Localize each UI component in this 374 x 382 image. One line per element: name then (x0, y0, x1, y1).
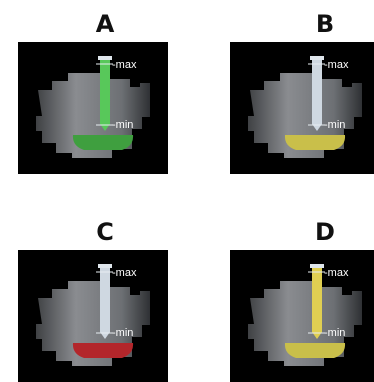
panel-a-letter: A (95, 10, 115, 38)
oil-pan (72, 343, 134, 358)
dipstick-icon (96, 56, 113, 131)
engine-dipstick-illustration: -max -min (230, 42, 374, 174)
min-label: -min (112, 327, 133, 339)
dipstick-icon (308, 264, 325, 339)
max-label: -max (112, 267, 137, 279)
oil-panel-a: -max -min (18, 42, 168, 174)
engine-dipstick-illustration: -max -min (18, 42, 168, 174)
oil-panel-d: -max -min (230, 250, 374, 382)
engine-dipstick-illustration: -max -min (230, 250, 374, 382)
max-label: -max (112, 59, 137, 71)
min-label: -min (324, 119, 345, 131)
max-label: -max (324, 267, 349, 279)
oil-pan (72, 135, 134, 150)
min-label: -min (324, 327, 345, 339)
dipstick-icon (96, 264, 113, 339)
dipstick-icon (308, 56, 325, 131)
panel-c-letter: C (96, 218, 114, 246)
min-label: -min (112, 119, 133, 131)
panel-b-letter: B (315, 10, 335, 38)
oil-pan (284, 343, 346, 358)
oil-panel-c: -max -min (18, 250, 168, 382)
panel-d-letter: D (315, 218, 335, 246)
max-label: -max (324, 59, 349, 71)
engine-dipstick-illustration: -max -min (18, 250, 168, 382)
oil-panel-b: -max -min (230, 42, 374, 174)
oil-pan (284, 135, 346, 150)
